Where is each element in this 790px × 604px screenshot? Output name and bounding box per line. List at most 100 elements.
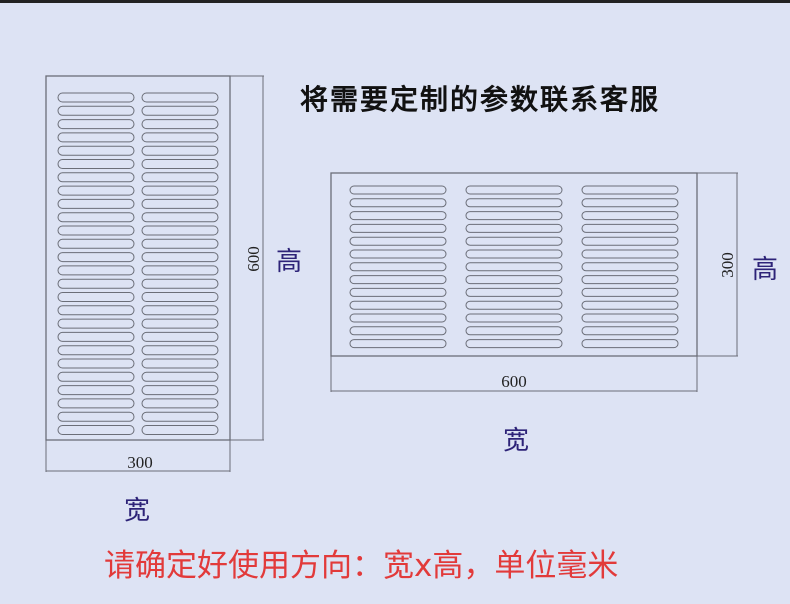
louver-slot: [141, 159, 219, 169]
louver-slot: [581, 249, 679, 259]
louver-slot: [465, 223, 563, 233]
louver-slot: [141, 172, 219, 183]
louver-slot: [57, 358, 135, 369]
horizontal-panel: [330, 172, 738, 392]
louver-slot: [57, 159, 135, 169]
louver-slot: [141, 278, 219, 289]
louver-slot: [581, 236, 679, 246]
top-border-line: [0, 0, 790, 3]
vertical-width-value: 300: [127, 453, 153, 472]
vertical-panel-slots: [57, 92, 219, 435]
louver-slot: [465, 262, 563, 272]
louver-slot: [141, 225, 219, 236]
louver-slot: [141, 398, 219, 409]
louver-slot: [349, 313, 447, 323]
louver-slot: [141, 385, 219, 396]
louver-slot: [57, 265, 135, 276]
louver-slot: [141, 185, 219, 196]
louver-slot: [141, 105, 219, 116]
louver-slot: [57, 398, 135, 409]
louver-slot: [465, 198, 563, 208]
louver-slot: [349, 339, 447, 349]
louver-slot: [57, 225, 135, 236]
louver-slot: [349, 236, 447, 246]
louver-slot: [57, 371, 135, 382]
usage-note: 请确定好使用方向：宽x高，单位毫米: [104, 548, 619, 584]
louver-slot: [141, 371, 219, 382]
louver-slot: [57, 238, 135, 249]
louver-slot: [57, 119, 135, 130]
louver-slot: [465, 211, 563, 221]
louver-slot: [141, 318, 219, 329]
louver-slot: [349, 211, 447, 221]
louver-slot: [141, 92, 219, 103]
louver-slot: [141, 265, 219, 276]
louver-slot: [141, 212, 219, 223]
louver-slot: [581, 211, 679, 221]
louver-slot: [57, 305, 135, 316]
louver-slot: [465, 326, 563, 336]
louver-slot: [581, 313, 679, 323]
louver-slot: [57, 172, 135, 183]
louver-slot: [349, 198, 447, 208]
horizontal-height-value: 300: [718, 252, 737, 278]
louver-slot: [141, 238, 219, 249]
louver-slot: [57, 411, 135, 422]
louver-slot: [141, 132, 219, 143]
louver-slot: [465, 287, 563, 297]
louver-slot: [141, 119, 219, 130]
louver-slot: [141, 411, 219, 422]
louver-slot: [141, 252, 219, 263]
louver-slot: [581, 339, 679, 349]
louver-slot: [141, 145, 219, 156]
vertical-width-label: 宽: [124, 496, 151, 526]
louver-slot: [349, 185, 447, 195]
horizontal-height-label: 高: [752, 255, 779, 285]
louver-slot: [581, 287, 679, 297]
louver-slot: [141, 305, 219, 316]
louver-slot: [349, 262, 447, 272]
louver-slot: [57, 425, 135, 435]
vertical-panel-plate: [45, 75, 231, 441]
louver-slot: [465, 339, 563, 349]
louver-slot: [141, 198, 219, 209]
louver-slot: [465, 249, 563, 259]
louver-slot: [349, 326, 447, 336]
louver-slot: [581, 185, 679, 195]
horizontal-panel-slots: [349, 185, 679, 349]
louver-slot: [141, 345, 219, 356]
louver-slot: [349, 300, 447, 310]
louver-slot: [581, 262, 679, 272]
louver-slot: [349, 275, 447, 285]
louver-slot: [57, 212, 135, 223]
louver-slot: [57, 198, 135, 209]
louver-slot: [465, 313, 563, 323]
louver-slot: [581, 198, 679, 208]
louver-slot: [57, 132, 135, 143]
vertical-height-value: 600: [244, 246, 263, 272]
louver-slot: [57, 252, 135, 263]
louver-slot: [465, 300, 563, 310]
louver-slot: [57, 105, 135, 116]
page-title: 将需要定制的参数联系客服: [300, 83, 661, 116]
louver-slot: [141, 358, 219, 369]
louver-slot: [465, 185, 563, 195]
louver-slot: [465, 236, 563, 246]
louver-slot: [581, 275, 679, 285]
louver-slot: [57, 385, 135, 396]
louver-slot: [57, 92, 135, 103]
louver-slot: [349, 287, 447, 297]
louver-slot: [349, 249, 447, 259]
louver-slot: [581, 300, 679, 310]
horizontal-width-value: 600: [501, 372, 527, 391]
vertical-panel: [45, 75, 264, 472]
louver-slot: [57, 331, 135, 342]
louver-slot: [581, 223, 679, 233]
louver-slot: [57, 345, 135, 356]
vertical-height-label: 高: [276, 247, 303, 277]
horizontal-width-label: 宽: [503, 426, 530, 456]
louver-slot: [57, 318, 135, 329]
louver-slot: [57, 278, 135, 289]
louver-slot: [57, 292, 135, 302]
